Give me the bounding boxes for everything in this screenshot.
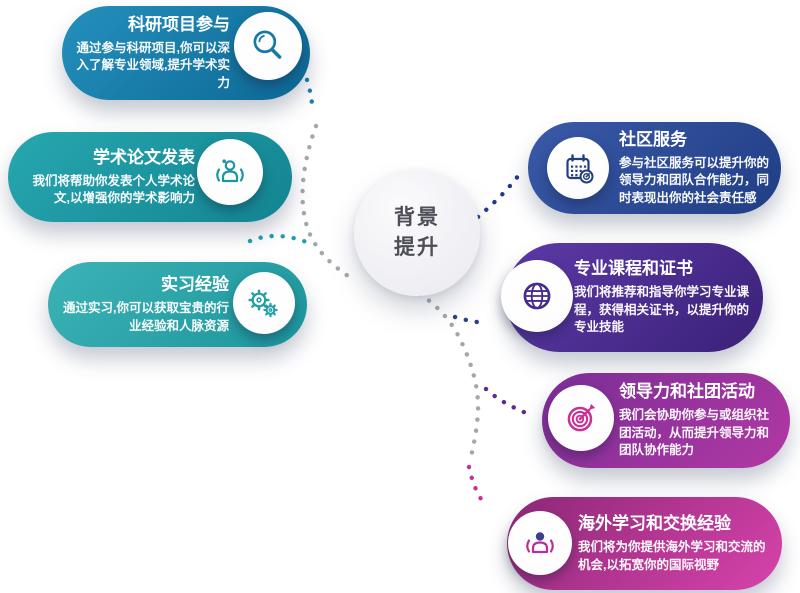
card-body: 通过实习,你可以获取宝贵的行业经验和人脉资源 [63, 301, 229, 333]
card-body: 我们将为你提供海外学习和交流的机会,以拓宽你的国际视野 [578, 540, 766, 572]
card-community-service: 社区服务 参与社区服务可以提升你的领导力和团队合作能力，同时表现出你的社会责任感 [528, 122, 781, 214]
calendar-icon [547, 137, 609, 199]
card-research-project: 科研项目参与 通过参与科研项目,你可以深入了解专业领域,提升学术实力 [62, 6, 310, 100]
trail-leadership [483, 386, 529, 416]
card-internship: 实习经验 通过实习,你可以获取宝贵的行业经验和人脉资源 [48, 262, 307, 347]
gears-icon [233, 272, 295, 334]
people-icon [508, 511, 572, 575]
card-title: 领导力和社团活动 [619, 382, 755, 402]
magnifier-icon [234, 12, 302, 80]
card-body: 参与社区服务可以提升你的领导力和团队合作能力，同时表现出你的社会责任感 [619, 155, 770, 205]
card-courses-certificates: 专业课程和证书 我们将推荐和指导你学习专业课程，获得相关证书，以提升你的专业技能 [501, 243, 763, 352]
card-title: 社区服务 [619, 129, 687, 149]
card-overseas-exchange: 海外学习和交换经验 我们将为你提供海外学习和交流的机会,以拓宽你的国际视野 [507, 497, 782, 590]
card-title: 专业课程和证书 [574, 259, 693, 279]
trail-courses [452, 314, 488, 326]
globe-icon [501, 260, 573, 332]
card-body: 我们将推荐和指导你学习专业课程，获得相关证书，以提升你的专业技能 [574, 285, 750, 335]
trail-community [475, 169, 524, 220]
card-body: 通过参与科研项目,你可以深入了解专业领域,提升学术实力 [76, 40, 230, 90]
card-title: 学术论文发表 [93, 147, 195, 167]
trail-internship [247, 233, 314, 247]
trail-overseas [466, 464, 489, 509]
card-body: 我们会协助你参与或组织社团活动，从而提升领导力和团队协作能力 [619, 408, 770, 458]
card-title: 实习经验 [161, 275, 229, 294]
trail-research [288, 48, 316, 115]
card-title: 海外学习和交换经验 [578, 514, 731, 533]
people-icon [197, 139, 263, 205]
target-dart-icon [548, 385, 614, 451]
card-title: 科研项目参与 [128, 14, 230, 34]
card-paper-publication: 学术论文发表 我们将帮助你发表个人学术论文,以增强你的学术影响力 [8, 132, 292, 222]
card-body: 我们将帮助你发表个人学术论文,以增强你的学术影响力 [32, 173, 195, 206]
card-leadership-clubs: 领导力和社团活动 我们会协助你参与或组织社团活动，从而提升领导力和团队协作能力 [542, 373, 790, 468]
center-label-line1: 背景 [394, 206, 440, 229]
trail-right-trunk [417, 291, 481, 464]
center-hub: 背景 提升 [354, 170, 480, 296]
trail-left-trunk [300, 123, 354, 281]
center-label-line2: 提升 [394, 236, 440, 259]
